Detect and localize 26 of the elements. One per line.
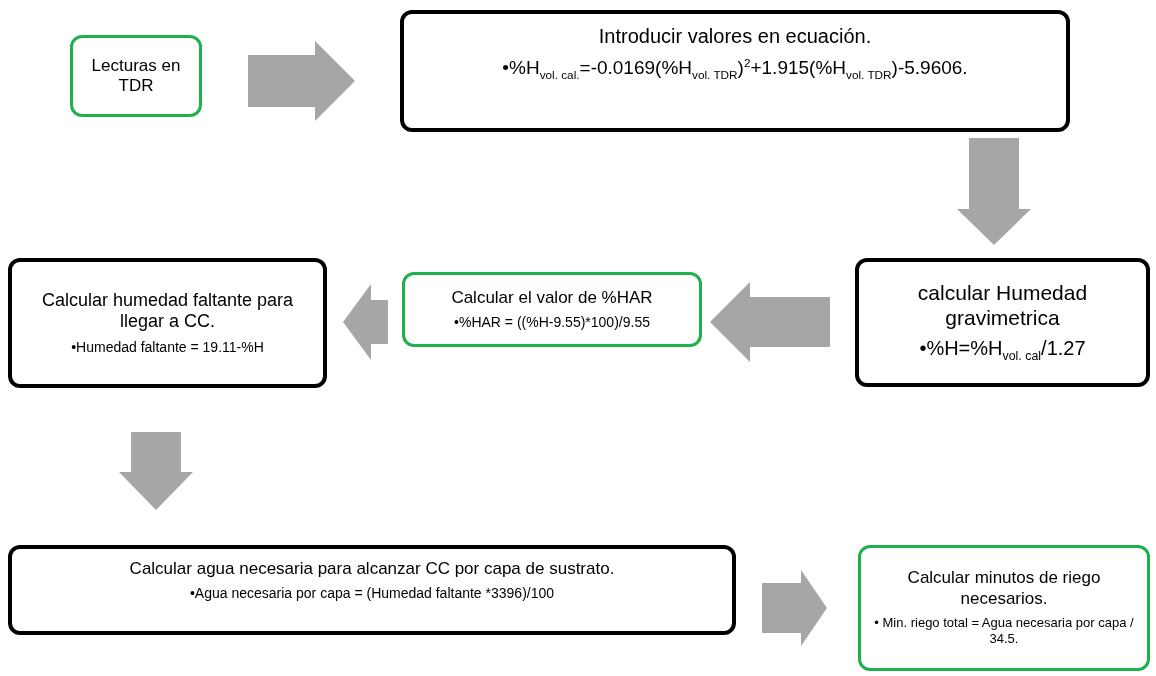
box-heading: Lecturas en TDR bbox=[90, 55, 182, 97]
formula-text: •%H=%H$_{vol. cal}$/1.27 bbox=[919, 336, 1086, 365]
box-heading: Calcular humedad faltante para llegar a CC. bbox=[40, 289, 295, 333]
formula-text: •Agua necesaria por capa = (Humedad faltante *3396)/100 bbox=[189, 585, 555, 603]
block-arrow bbox=[710, 282, 830, 362]
block-arrow bbox=[957, 138, 1031, 245]
process-box bbox=[855, 258, 1150, 387]
box-heading: Introducir valores en ecuación. bbox=[598, 24, 872, 48]
box-heading: calcular Humedad gravimetrica bbox=[916, 280, 1089, 331]
process-box bbox=[402, 272, 702, 347]
formula-text: • Min. riego total = Agua necesaria por capa / 34.5. bbox=[873, 615, 1135, 648]
formula-text: •Humedad faltante = 19.11-%H bbox=[71, 338, 264, 357]
formula-text: •%HAR = ((%H-9.55)*100)/9.55 bbox=[454, 313, 650, 332]
process-box bbox=[70, 35, 202, 117]
process-box bbox=[8, 545, 736, 635]
process-box bbox=[858, 545, 1150, 671]
box-heading: Calcular el valor de %HAR bbox=[451, 287, 653, 308]
block-arrow bbox=[343, 284, 388, 360]
formula-text: •%H$_{vol. cal.}$=-0.0169(%H$_{vol. TDR}$)$^{2}$+1.915(%H$_{vol. TDR}$)-5.9606. bbox=[502, 56, 968, 83]
block-arrow bbox=[248, 41, 355, 121]
box-heading: Calcular minutos de riego necesarios. bbox=[906, 568, 1102, 610]
process-box bbox=[400, 10, 1070, 132]
block-arrow bbox=[762, 570, 827, 646]
box-heading: Calcular agua necesaria para alcanzar CC por capa de sustrato. bbox=[129, 559, 615, 580]
block-arrow bbox=[119, 432, 193, 510]
process-box bbox=[8, 258, 327, 388]
